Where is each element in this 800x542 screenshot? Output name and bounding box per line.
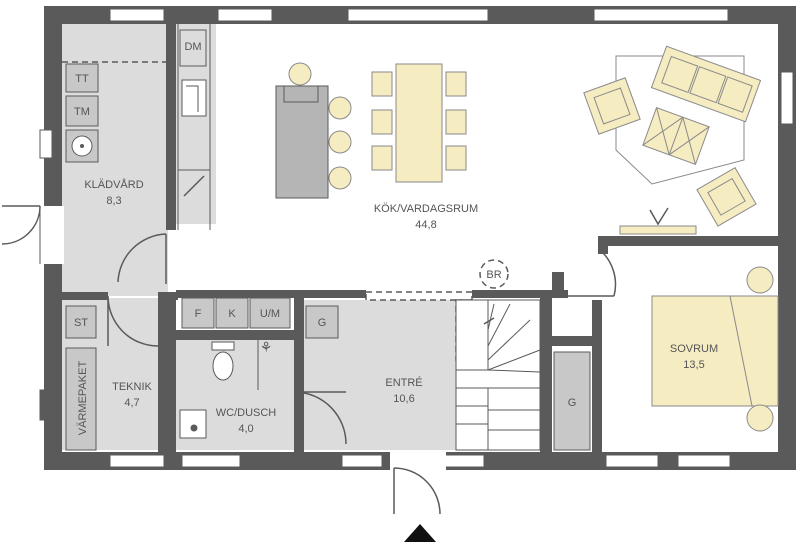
chair — [371, 145, 393, 171]
tm-label: TM — [74, 106, 90, 118]
st-label: ST — [74, 317, 88, 329]
room-area-entre: 10,6 — [393, 393, 414, 405]
window — [39, 389, 53, 421]
g-entre-label: G — [318, 317, 327, 329]
window — [39, 129, 53, 159]
kitchen-counter — [177, 24, 211, 230]
tt-label: TT — [75, 73, 89, 85]
br-circle — [479, 259, 509, 289]
window — [677, 454, 731, 468]
window — [181, 454, 241, 468]
k-box — [215, 297, 249, 329]
f-label: F — [195, 308, 202, 320]
room-area-kok: 44,8 — [415, 219, 436, 231]
door-swing-left — [1, 205, 41, 245]
room-area-sovrum: 13,5 — [683, 359, 704, 371]
dm-label: DM — [184, 41, 201, 53]
um-box — [249, 297, 291, 329]
bedroom-furniture — [651, 266, 779, 432]
room-name-kok: KÖK/VARDAGSRUM — [374, 203, 478, 215]
appliances: DM TT TM ST VÄRMEPAKET F K U/M G G BR — [65, 29, 591, 451]
dm-box — [179, 29, 207, 67]
stool — [328, 96, 352, 120]
window — [217, 8, 273, 22]
um-label: U/M — [260, 308, 280, 320]
nightstand — [746, 266, 774, 294]
chair — [445, 71, 467, 97]
window — [605, 454, 659, 468]
room-name-sovrum: SOVRUM — [670, 343, 718, 355]
stool — [328, 130, 352, 154]
tt-box — [65, 63, 99, 93]
window — [593, 8, 729, 22]
tv-bench — [619, 225, 697, 235]
br-label: BR — [486, 269, 501, 281]
shower-icon: ⚘ — [260, 340, 273, 356]
windows — [39, 8, 794, 468]
wc-fixtures: ⚘ — [179, 340, 273, 439]
chair — [445, 109, 467, 135]
stool — [288, 62, 312, 86]
chair — [445, 145, 467, 171]
toilet-icon — [212, 351, 234, 381]
room-name-kladvard: KLÄDVÅRD — [84, 178, 143, 191]
window — [443, 454, 485, 468]
k-label: K — [228, 308, 236, 320]
g-entre-box — [305, 305, 339, 339]
door-teknik — [107, 295, 159, 347]
room-area-kladvard: 8,3 — [106, 195, 121, 207]
triangle-up-icon — [404, 524, 436, 542]
wc-sink — [179, 409, 207, 439]
island — [275, 85, 329, 199]
st-box — [65, 305, 97, 339]
living-furniture — [583, 45, 762, 235]
room-labels: KLÄDVÅRD 8,3 KÖK/VARDAGSRUM 44,8 SOVRUM … — [84, 178, 718, 435]
door-kladvard — [117, 233, 167, 284]
nightstand — [746, 404, 774, 432]
door-sovrum — [568, 249, 617, 297]
g-sovrum-label: G — [568, 397, 577, 409]
stairs — [455, 299, 541, 451]
room-name-entre: ENTRÉ — [385, 376, 422, 389]
tv-icon — [649, 207, 669, 226]
room-area-teknik: 4,7 — [124, 397, 139, 409]
room-name-wc: WC/DUSCH — [216, 407, 277, 419]
varmepaket-label: VÄRMEPAKET — [77, 361, 89, 436]
varmepaket-box — [65, 347, 97, 451]
stool — [328, 166, 352, 190]
chair — [371, 109, 393, 135]
kitchen-island — [275, 62, 352, 199]
g-sovrum-box — [553, 351, 591, 451]
window — [341, 454, 383, 468]
window — [347, 8, 489, 22]
interior-walls — [62, 24, 778, 452]
room-area-wc: 4,0 — [238, 423, 253, 435]
f-box — [181, 297, 215, 329]
dining-table — [395, 63, 443, 183]
outer-doors — [1, 205, 446, 515]
bed — [651, 295, 779, 407]
door-swing-entrance — [393, 467, 441, 515]
interior-doors — [107, 233, 617, 445]
tm-box — [65, 95, 99, 127]
room-name-teknik: TEKNIK — [112, 381, 152, 393]
window — [109, 454, 165, 468]
toilet-tank — [211, 341, 235, 351]
dining-set — [371, 63, 467, 183]
door-wc — [295, 391, 347, 445]
window — [109, 8, 165, 22]
window — [780, 71, 794, 125]
chair — [371, 71, 393, 97]
